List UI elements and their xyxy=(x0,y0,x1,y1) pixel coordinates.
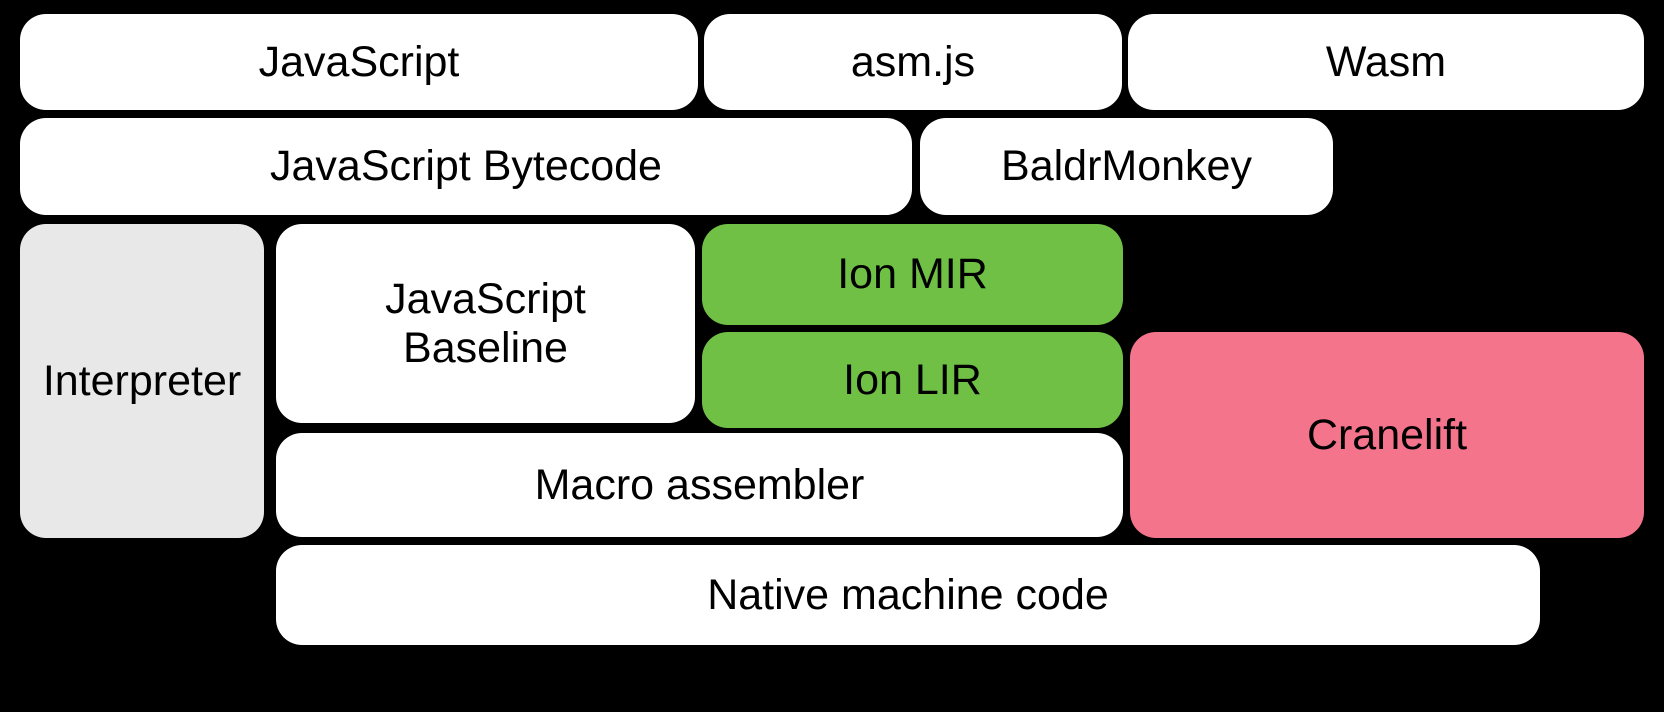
node-asmjs[interactable]: asm.js xyxy=(704,14,1122,110)
node-macro-assembler[interactable]: Macro assembler xyxy=(276,433,1123,537)
node-javascript[interactable]: JavaScript xyxy=(20,14,698,110)
node-interpreter[interactable]: Interpreter xyxy=(20,224,264,538)
node-ion-mir[interactable]: Ion MIR xyxy=(702,224,1123,325)
node-wasm[interactable]: Wasm xyxy=(1128,14,1644,110)
node-javascript-baseline[interactable]: JavaScript Baseline xyxy=(276,224,695,423)
node-cranelift[interactable]: Cranelift xyxy=(1130,332,1644,538)
node-baldrmonkey[interactable]: BaldrMonkey xyxy=(920,118,1333,215)
node-javascript-bytecode[interactable]: JavaScript Bytecode xyxy=(20,118,912,215)
node-native-machine-code[interactable]: Native machine code xyxy=(276,545,1540,645)
node-ion-lir[interactable]: Ion LIR xyxy=(702,332,1123,428)
